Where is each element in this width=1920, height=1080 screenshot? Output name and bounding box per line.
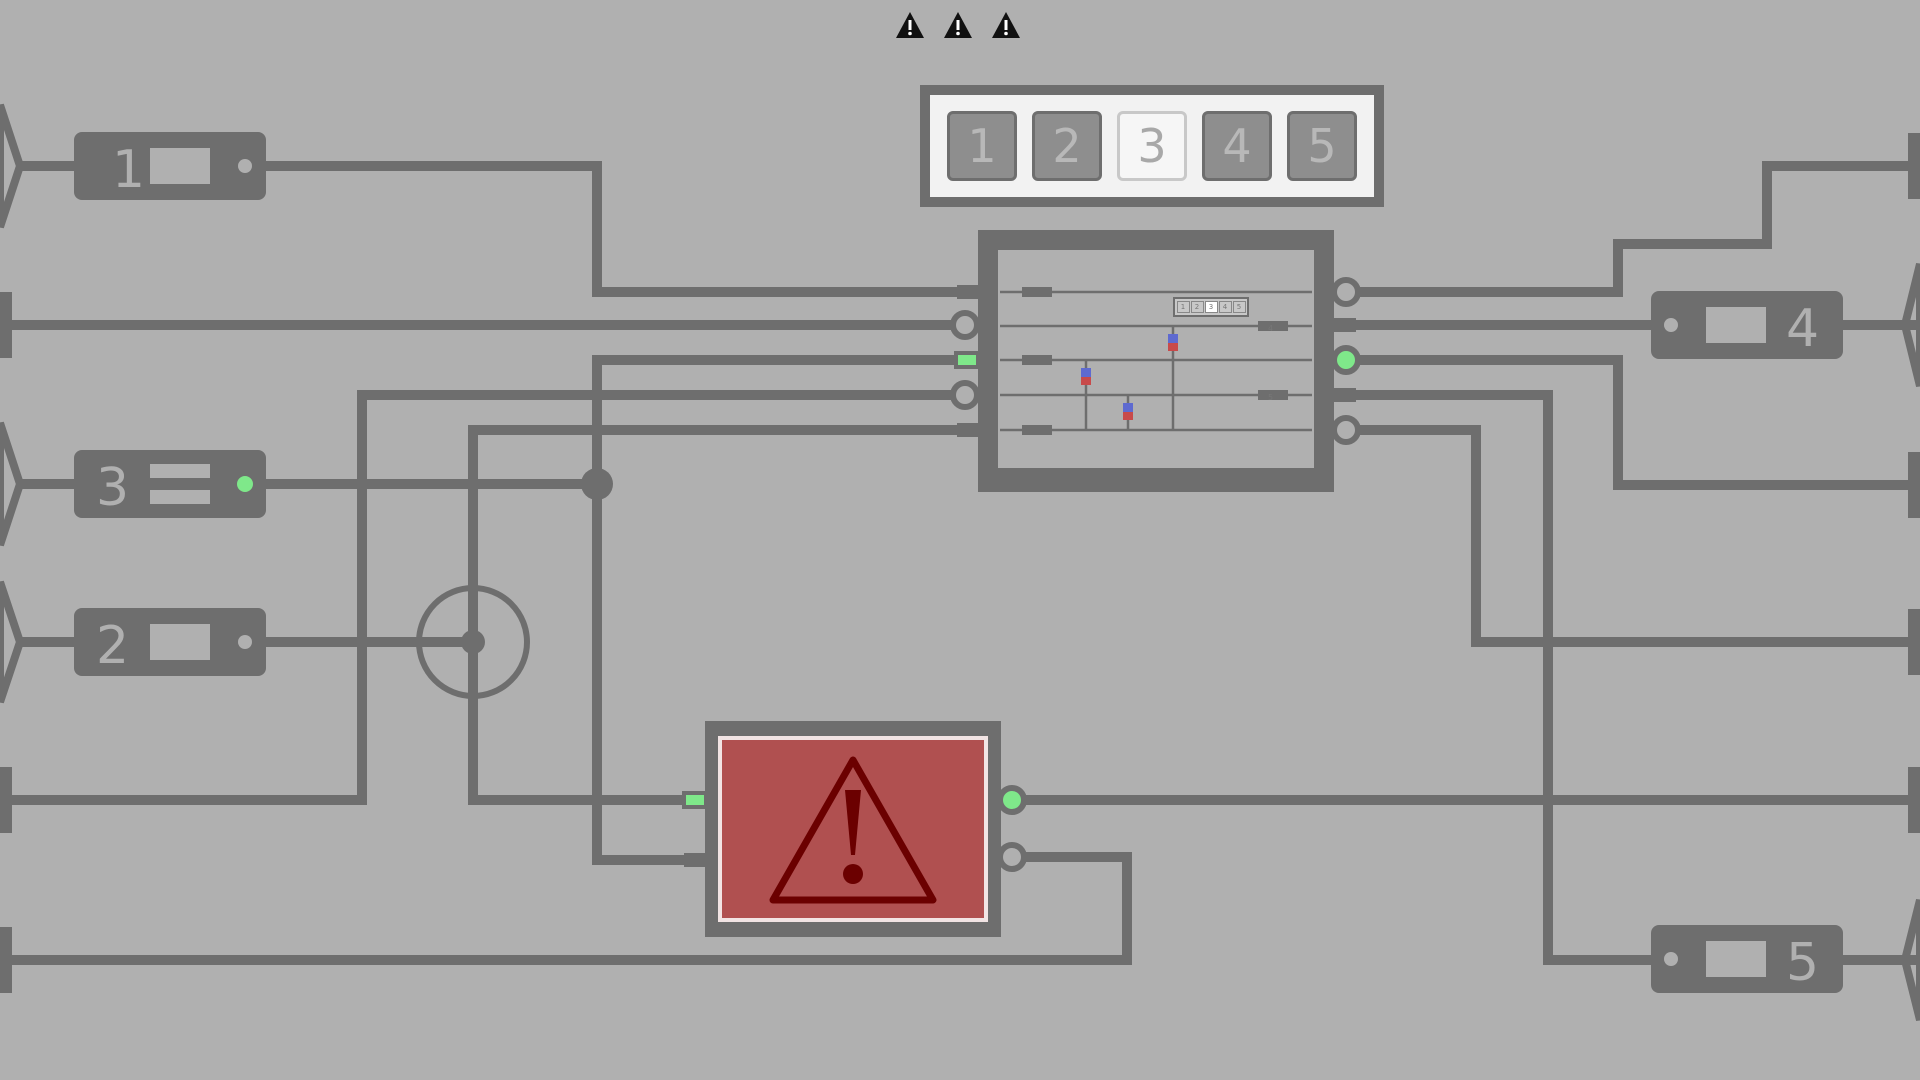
selector-button-1[interactable]: 1 (947, 111, 1017, 181)
selector-button-4[interactable]: 4 (1202, 111, 1272, 181)
module-3-slot-top (150, 464, 210, 478)
module-4-slot (1706, 307, 1766, 343)
switch-out-2 (1334, 318, 1356, 332)
rotary-node[interactable] (416, 585, 530, 699)
wire-5 (468, 425, 975, 805)
right-bar-3 (1908, 452, 1920, 518)
warning-icon (896, 12, 924, 38)
wire-3 (592, 355, 975, 865)
mini-module-2 (1022, 425, 1052, 435)
wire-13 (1340, 390, 1660, 965)
switch-out-3 (1331, 345, 1361, 375)
wire-10 (1340, 161, 1920, 297)
module-2-label: 2 (96, 616, 129, 676)
module-5-slot (1706, 941, 1766, 977)
alert-out-1 (997, 785, 1027, 815)
right-edge-terminals (1900, 133, 1920, 1021)
module-4-indicator (1664, 318, 1678, 332)
mini-selector-digit: 2 (1190, 301, 1204, 313)
module-5-indicator (1664, 952, 1678, 966)
alert-box[interactable] (682, 721, 1027, 937)
module-5[interactable]: 5 (1651, 925, 1843, 993)
module-4[interactable]: 4 (1651, 291, 1843, 359)
right-arrow-4 (1900, 263, 1920, 387)
module-2[interactable]: 2 (74, 608, 266, 676)
module-1-indicator (238, 159, 252, 173)
selector-button-2[interactable]: 2 (1032, 111, 1102, 181)
switch-out-1 (1331, 277, 1361, 307)
warning-icon (944, 12, 972, 38)
switch-out-4 (1334, 388, 1356, 402)
wire-12 (1340, 355, 1920, 490)
right-bar-5 (1908, 767, 1920, 833)
module-3-lamp (237, 476, 253, 492)
module-1-label: 1 (112, 140, 145, 200)
mini-selector-digit: 1 (1176, 301, 1190, 313)
mini-map (1000, 287, 1312, 435)
mini-selector-digit: 5 (1232, 301, 1246, 313)
left-bar-2 (0, 292, 12, 358)
switch-in-2 (950, 310, 980, 340)
wire-8 (0, 852, 1132, 965)
warning-icon (992, 12, 1020, 38)
alert-in-2 (684, 853, 706, 867)
left-bar-5 (0, 927, 12, 993)
left-arrow-2 (0, 580, 25, 704)
switch-in-5 (957, 423, 979, 437)
mini-switch-b (1123, 403, 1133, 420)
mini-module-1 (1022, 287, 1052, 297)
left-arrow-3 (0, 421, 25, 547)
right-bar-4 (1908, 609, 1920, 675)
left-bar-4 (0, 767, 12, 833)
wire-4 (0, 390, 960, 805)
alert-out-2 (997, 842, 1027, 872)
left-edge-terminals (0, 103, 25, 993)
module-4-label: 4 (1786, 299, 1819, 359)
mini-module-5 (1258, 390, 1288, 400)
warning-large-icon (769, 756, 937, 904)
rotary-node-center (461, 630, 485, 654)
module-2-slot (150, 624, 210, 660)
module-5-label: 5 (1786, 933, 1819, 993)
left-arrow-1 (0, 103, 25, 229)
module-3-label: 3 (96, 458, 129, 518)
mini-tag-4: 4 (1268, 324, 1273, 333)
mini-switch-c (1168, 334, 1178, 351)
module-1[interactable]: 1 (74, 132, 266, 200)
selector-button-5[interactable]: 5 (1287, 111, 1357, 181)
right-bar-1 (1908, 133, 1920, 199)
alert-in-1 (682, 791, 708, 809)
right-arrow-5 (1900, 899, 1920, 1021)
switch-out-5 (1331, 415, 1361, 445)
module-1-slot (150, 148, 210, 184)
module-3-slot-bottom (150, 490, 210, 504)
switch-in-4 (950, 380, 980, 410)
module-2-indicator (238, 635, 252, 649)
switch-box[interactable] (950, 230, 1361, 492)
wire-14 (1340, 425, 1920, 647)
wire-1 (20, 161, 980, 297)
top-warnings (895, 10, 1021, 44)
mini-tag-5: 5 (1268, 393, 1273, 402)
mini-selector-digit: 3 (1204, 301, 1218, 313)
selector-button-3[interactable]: 3 (1117, 111, 1187, 181)
switch-in-1 (957, 285, 979, 299)
mini-module-4 (1258, 321, 1288, 331)
module-3[interactable]: 3 (74, 450, 266, 518)
junction-node (581, 468, 613, 500)
mini-switch-a (1081, 368, 1091, 385)
mini-selector-digit: 4 (1218, 301, 1232, 313)
switch-in-3 (954, 351, 980, 369)
mini-module-3 (1022, 355, 1052, 365)
